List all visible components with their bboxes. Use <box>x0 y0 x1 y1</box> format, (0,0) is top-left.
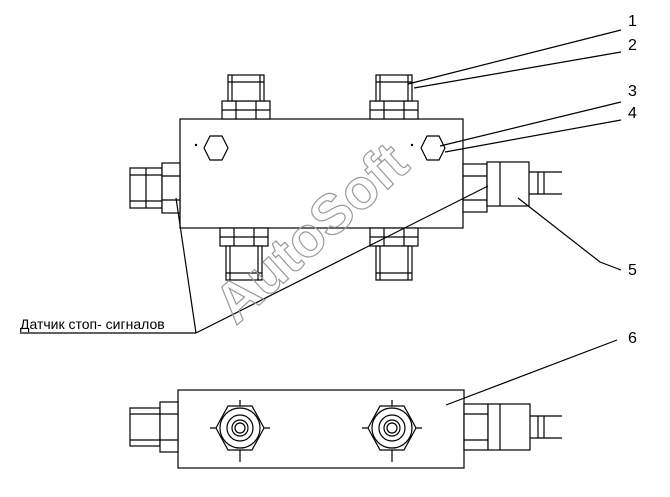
callout-3: 3 <box>628 83 637 100</box>
fitting-top-left <box>221 74 271 120</box>
callout-5: 5 <box>628 262 637 279</box>
callout-2: 2 <box>628 37 637 54</box>
callout-4: 4 <box>628 105 637 122</box>
callout-1: 1 <box>628 13 637 30</box>
leader-4 <box>444 119 622 153</box>
connector-right-top <box>462 161 562 213</box>
leader-6 <box>445 339 618 406</box>
leader-2 <box>413 51 622 89</box>
port-left <box>210 400 270 462</box>
sensor-leader-a <box>175 197 197 334</box>
leader-3 <box>439 101 622 147</box>
connector-right-bottom <box>463 403 562 451</box>
callout-6: 6 <box>628 330 637 347</box>
fitting-bottom-left <box>219 227 269 281</box>
leader-1 <box>407 29 622 85</box>
bottom-view-assembly <box>129 389 562 469</box>
sensor-label: Датчик стоп- сигналов <box>20 316 165 332</box>
fitting-top-right <box>369 74 419 120</box>
port-right <box>362 400 422 462</box>
stop-signal-sensor-bottom <box>129 401 179 453</box>
valve-block-body <box>179 118 464 229</box>
top-view-assembly <box>129 74 562 281</box>
stop-signal-sensor-top <box>129 162 181 214</box>
sensor-leader-b <box>195 185 489 334</box>
leader-lines <box>20 29 622 406</box>
hex-plug-left <box>203 135 229 161</box>
leader-5 <box>517 197 622 271</box>
hex-plug-right <box>420 135 446 161</box>
fitting-bottom-right <box>369 227 419 281</box>
